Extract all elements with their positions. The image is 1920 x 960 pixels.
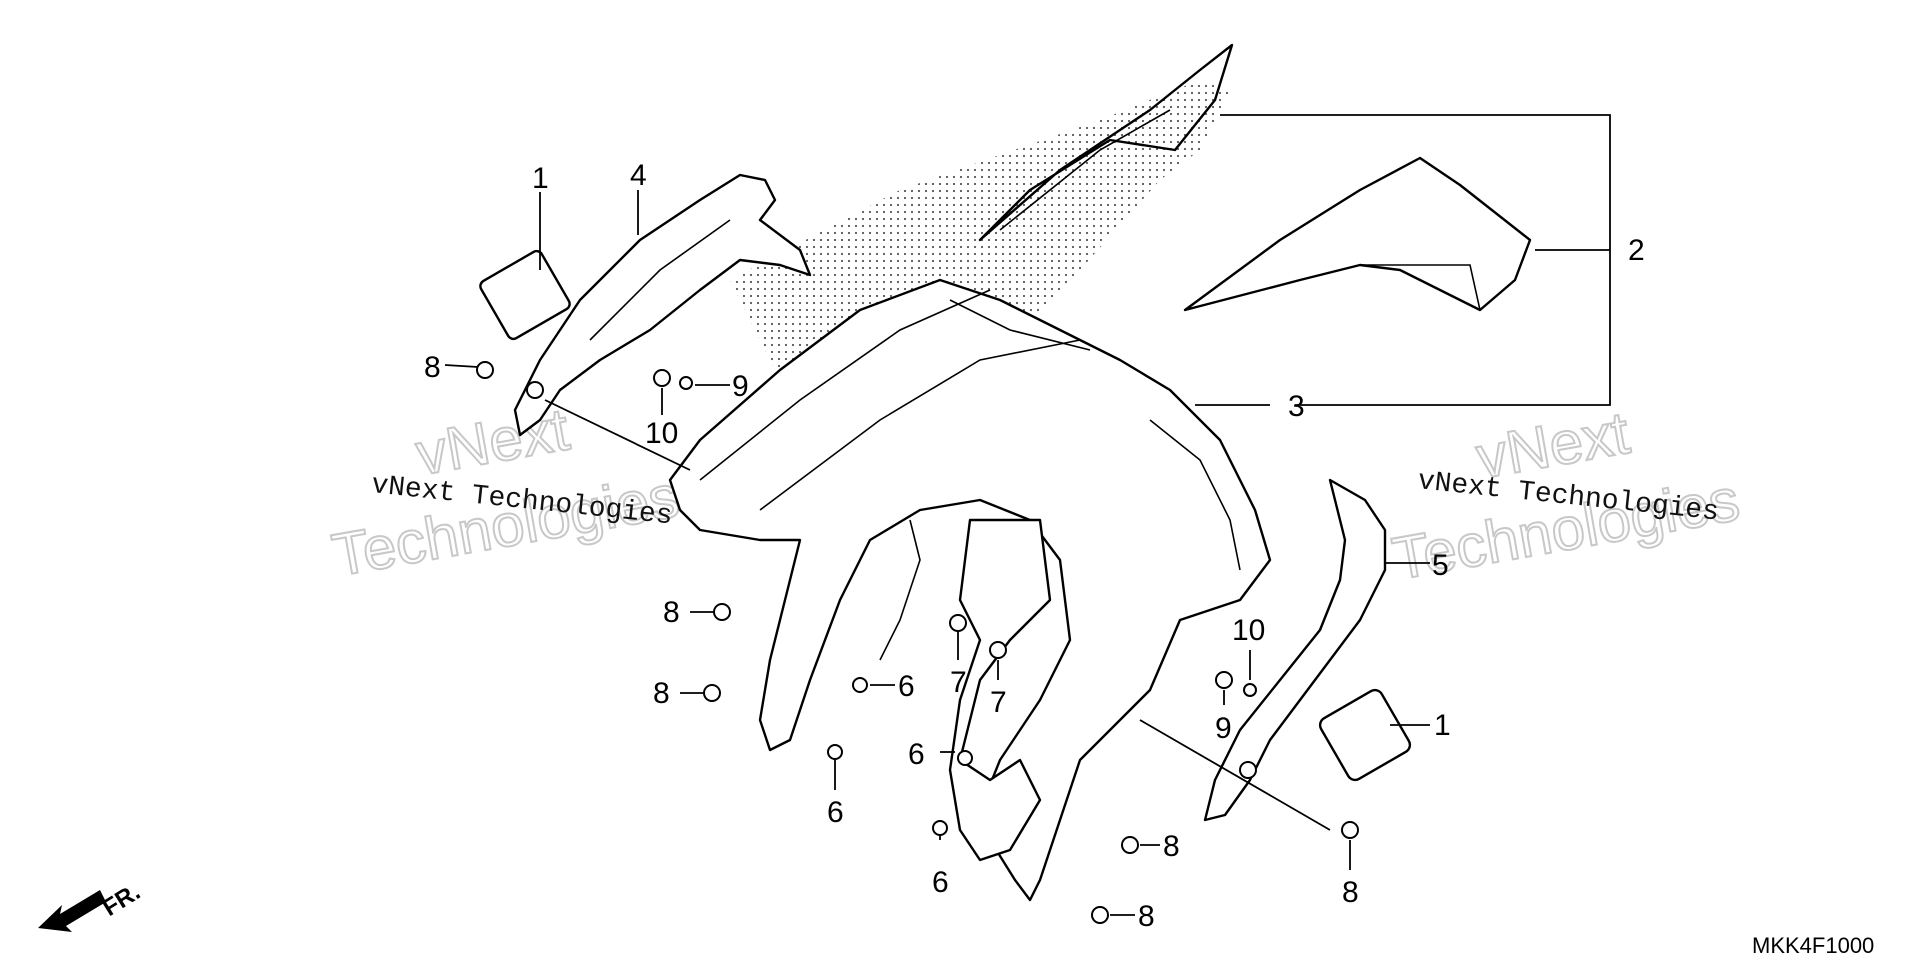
callout-6-c: 6	[827, 796, 844, 829]
callout-9-right: 9	[1215, 712, 1232, 745]
part-4-left-bracket	[513, 173, 812, 437]
part-3-front-fender	[668, 278, 1272, 902]
bolt-icon	[703, 684, 721, 702]
callout-4: 4	[630, 159, 647, 192]
bolt-icon	[1091, 906, 1109, 924]
grommet-icon	[932, 820, 948, 836]
bracket-hole-icon	[526, 381, 544, 399]
callout-8-a: 8	[424, 351, 441, 384]
front-label: FR.	[98, 878, 145, 921]
front-direction-indicator: FR.	[38, 878, 145, 932]
callout-7-b: 7	[990, 686, 1007, 719]
callout-5: 5	[1432, 549, 1449, 582]
washer-icon	[1243, 683, 1257, 697]
part-2-decal	[1183, 156, 1532, 312]
watermark-big-vnext-left: vNext	[411, 395, 574, 488]
callout-10-right: 10	[1232, 614, 1265, 647]
diagram-code: MKK4F1000	[1752, 933, 1874, 958]
grommet-icon	[989, 641, 1007, 659]
bolt-icon	[713, 603, 731, 621]
washer-icon	[679, 376, 693, 390]
leader-lines	[444, 114, 1611, 916]
callout-6-a: 6	[898, 670, 915, 703]
callout-1-right: 1	[1434, 709, 1451, 742]
callout-2: 2	[1628, 234, 1645, 267]
grommet-icon	[949, 614, 967, 632]
callout-3: 3	[1288, 390, 1305, 423]
part-2-decal-detail	[1360, 264, 1481, 311]
callout-8-d: 8	[1163, 830, 1180, 863]
callout-6-d: 6	[932, 866, 949, 899]
callout-8-b: 8	[663, 596, 680, 629]
nut-icon	[653, 369, 671, 387]
bolt-icon	[476, 361, 494, 379]
grommet-icon	[852, 677, 868, 693]
bolt-icon	[1121, 836, 1139, 854]
grommet-icon	[957, 750, 973, 766]
callout-numbers: 1 4 8 9 10 2 3 5 8 8 6 7 7 6 6 6 10 9 1 …	[424, 159, 1645, 933]
part-1-reflector-left	[479, 249, 571, 341]
fastener-bolts	[476, 361, 1359, 924]
callout-8-f: 8	[1342, 876, 1359, 909]
part-2-decal-upper	[978, 43, 1234, 242]
callout-7-a: 7	[950, 666, 967, 699]
callout-6-b: 6	[908, 738, 925, 771]
bracket-hole-icon	[1239, 761, 1257, 779]
nut-icon	[1215, 671, 1233, 689]
callout-1-left: 1	[532, 162, 549, 195]
callout-8-e: 8	[1138, 900, 1155, 933]
callout-8-c: 8	[653, 677, 670, 710]
grommet-icon	[827, 744, 843, 760]
part-1-reflector-right	[1318, 688, 1412, 782]
fender-inner-stay	[948, 518, 1052, 862]
callout-10-left: 10	[645, 417, 678, 450]
bolt-icon	[1341, 821, 1359, 839]
callout-9-left: 9	[732, 370, 749, 403]
front-arrow-icon	[38, 890, 106, 932]
